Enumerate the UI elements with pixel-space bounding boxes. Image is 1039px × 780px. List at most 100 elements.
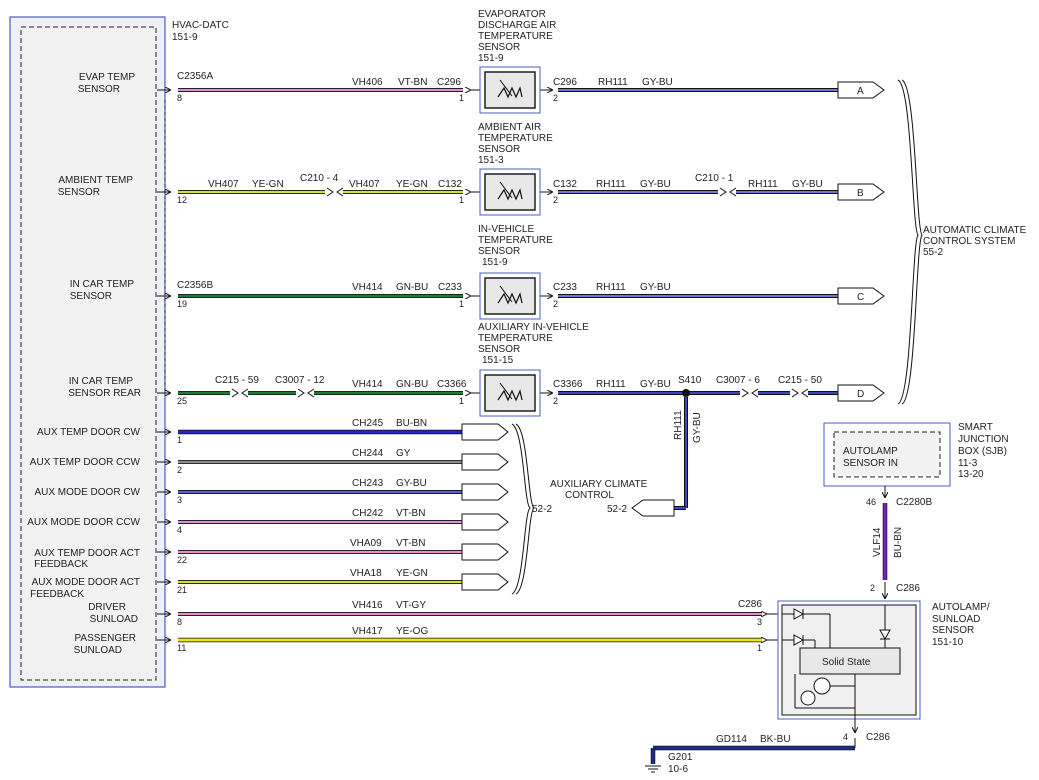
color-ambient-b: YE-GN [396,179,428,190]
pin-label-driver-2: SUNLOAD [90,614,138,625]
out-conn-incar: C233 [553,282,577,293]
out-conn-rear: C3366 [553,379,583,390]
out-circuit2-ambient: RH111 [748,179,778,190]
sensor-rear-l1: AUXILIARY IN-VEHICLE [478,322,589,333]
sunload-l3: SENSOR [932,625,974,636]
aux-color-4: VT-BN [396,508,425,519]
circuit-ambient-a: VH407 [208,179,239,190]
sjb-box [823,422,951,598]
sensor-evap [479,66,541,114]
dest-flags [837,79,923,405]
sensor-rear [479,369,541,417]
circuit-incar: VH414 [352,282,383,293]
pin-label-incar-rear: IN CAR TEMP [69,376,134,387]
sensor-rear-l2: TEMPERATURE [478,333,553,344]
sensor-ambient-l3: SENSOR [478,144,520,155]
sensor-evap-l5: 151-9 [478,53,504,64]
sensor-ambient-l4: 151-3 [478,155,504,166]
pin-label-passenger: PASSENGER [75,633,137,644]
inline-ambient: C210 - 4 [300,173,339,184]
passenger-circuit: VH417 [352,626,383,637]
passenger-color: YE-OG [396,626,428,637]
dest-b: B [857,188,864,199]
ground-wire [645,738,856,773]
out-circuit-ambient: RH111 [596,179,626,190]
aux-color-2: GY [396,448,411,459]
ground-name: G201 [668,752,693,763]
color-rear: GN-BU [396,379,428,390]
pin2-evap: 2 [553,93,558,103]
aux-color-5: VT-BN [396,538,425,549]
sjb-inner-2: SENSOR IN [843,458,898,469]
out-color2-ambient: GY-BU [792,179,823,190]
aux-pin-3: 3 [177,495,182,505]
module-ref: 151-9 [172,32,198,43]
module-title: HVAC-DATC [172,20,229,31]
acs-ref: 55-2 [923,247,943,258]
pin-label-aux-temp-fb: AUX TEMP DOOR ACT [34,548,140,559]
sunload-sensor [777,600,921,732]
sensor-evap-l4: SENSOR [478,42,520,53]
driver-color: VT-GY [396,600,426,611]
sjb-pin: 46 [866,497,876,507]
passenger-pin-r: 1 [757,643,762,653]
pin-label-aux-mode-fb: AUX MODE DOOR ACT [32,577,140,588]
pin2-incar: 2 [553,299,558,309]
pin-label-aux-temp-fb-2: FEEDBACK [34,559,88,570]
aux-climate-label-2: CONTROL [565,490,614,501]
aux-ref: 52-2 [532,504,552,515]
ground-ref: 10-6 [668,764,688,775]
branch-ref: 52-2 [607,504,627,515]
pin-label-aux-mode-cw: AUX MODE DOOR CW [34,487,140,498]
circuit-ambient-b: VH407 [349,179,380,190]
aux-pin-5: 22 [177,555,187,565]
sensor-evap-l2: DISCHARGE AIR [478,20,556,31]
wire-rear [157,388,838,508]
pin1-incar: 1 [459,299,464,309]
pin-label-evap: EVAP TEMP [79,72,135,83]
color-evap: VT-BN [398,77,427,88]
color-ambient-a: YE-GN [252,179,284,190]
inline1-rear: C215 - 59 [215,375,259,386]
out-circuit-rear: RH111 [596,379,626,390]
aux-pin-2: 2 [177,465,182,475]
pin-label-ambient-2: SENSOR [58,187,100,198]
pin2-rear: 2 [553,396,558,406]
aux-color-3: GY-BU [396,478,427,489]
pin-label-driver: DRIVER [88,602,126,613]
pin-label-incar: IN CAR TEMP [70,279,135,290]
wire-ambient [157,187,838,197]
out-color-evap: GY-BU [642,77,673,88]
sensor-conn-evap: C296 [437,77,461,88]
ground-color: BK-BU [760,734,791,745]
sensor-conn-rear: C3366 [437,379,467,390]
out-conn-ambient: C132 [553,179,577,190]
out-circuit-incar: RH111 [596,282,626,293]
sjb-l4: 11-3 [958,458,978,469]
pin-evap: 8 [177,93,182,103]
pin1-rear: 1 [459,396,464,406]
sjb-l3: BOX (SJB) [958,446,1007,457]
conn-evap: C2356A [177,71,213,82]
aux-pin-1: 1 [177,435,182,445]
module-pin-labels: EVAP TEMP SENSOR AMBIENT TEMP SENSOR IN … [27,72,141,656]
pin-label-aux-temp-ccw: AUX TEMP DOOR CCW [30,457,141,468]
branch-color: GY-BU [692,412,703,443]
aux-circuit-3: CH243 [352,478,384,489]
sunload-wires [157,614,778,640]
sunload-l1: AUTOLAMP/ [932,602,990,613]
sensor-incar-l4: 151-9 [482,257,508,268]
inline2-ambient: C210 - 1 [695,173,734,184]
sensor-ambient-l1: AMBIENT AIR [478,122,541,133]
passenger-pin: 11 [177,643,186,653]
circuit-rear: VH414 [352,379,383,390]
pin-label-aux-temp-cw: AUX TEMP DOOR CW [37,427,141,438]
circuit-evap: VH406 [352,77,383,88]
sensor-conn-incar: C233 [438,282,462,293]
sensor-ambient-l2: TEMPERATURE [478,133,553,144]
sensor-evap-l3: TEMPERATURE [478,31,553,42]
sjb-conn: C2280B [896,497,932,508]
sunload-conn-bot: C286 [866,732,890,743]
acs-label-2: CONTROL SYSTEM [923,236,1015,247]
aux-circuit-6: VHA18 [350,568,382,579]
